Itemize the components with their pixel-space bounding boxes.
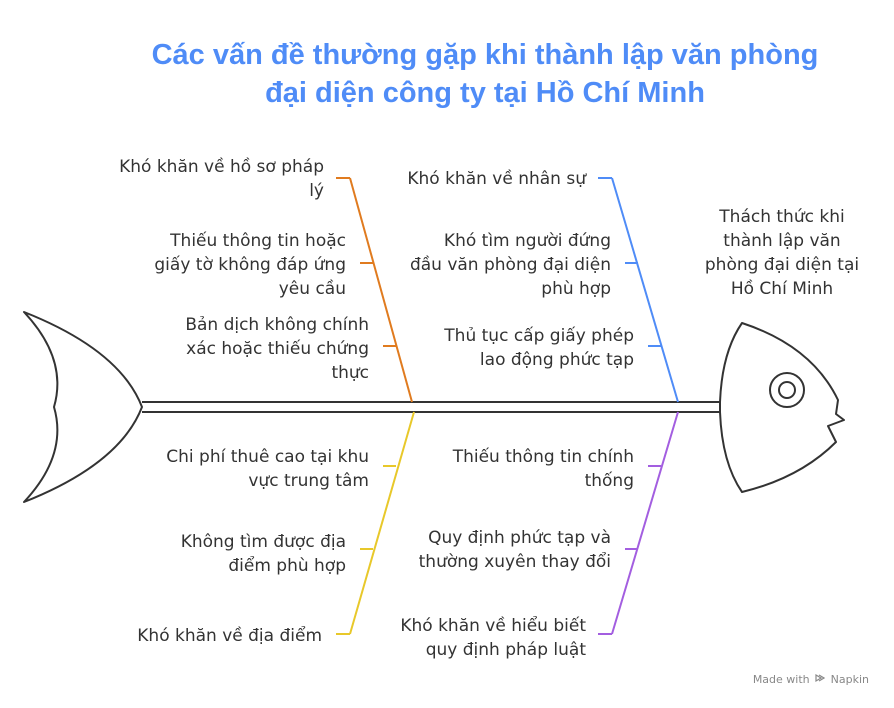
cause-hieu-biet-phap-luat: Khó khăn về hiểu biết quy định pháp luật [400,616,586,660]
cause-hoso-phap-ly: Khó khăn về hồ sơ pháp lý [119,157,324,201]
title-line-1: Các vấn đề thường gặp khi thành lập văn … [151,39,819,71]
cause-thieu-thong-tin-giay-to: Thiếu thông tin hoặc giấy tờ không đáp ứ… [154,231,346,299]
cause-giay-phep-lao-dong: Thủ tục cấp giấy phép lao động phức tạp [444,326,634,370]
cause-nhan-su: Khó khăn về nhân sự [407,169,586,189]
diagram-title: Các vấn đề thường gặp khi thành lập văn … [0,36,894,112]
cause-thieu-thong-tin-chinh-thong: Thiếu thông tin chính thống [452,447,634,491]
cause-dia-diem-phu-hop: Không tìm được địa điểm phù hợp [180,532,346,576]
fish-tail [23,311,143,503]
branch-bottom-right [598,411,679,635]
fish-eye [769,372,805,408]
title-line-2: đại diện công ty tại Hồ Chí Minh [265,77,705,109]
cause-chi-phi-thue: Chi phí thuê cao tại khu vực trung tâm [166,447,369,491]
napkin-logo-icon [815,673,826,686]
branch-bottom-left [336,411,415,635]
cause-quy-dinh-phuc-tap: Quy định phức tạp và thường xuyên thay đ… [418,528,611,572]
cause-nguoi-dung-dau: Khó tìm người đứng đầu văn phòng đại diệ… [409,231,611,299]
credit-prefix: Made with [752,672,810,686]
branch-top-left [336,177,413,403]
cause-ban-dich: Bản dịch không chính xác hoặc thiếu chứn… [185,315,369,383]
fish-spine [142,401,720,413]
cause-kho-khan-dia-diem: Khó khăn về địa điểm [137,626,322,646]
credit-brand: Napkin [830,672,869,686]
fish-head [719,322,845,493]
branch-top-right [598,177,679,403]
effect-head-label: Thách thức khi thành lập văn phòng đại d… [704,207,860,299]
made-with-credit: Made with Napkin [753,673,869,687]
